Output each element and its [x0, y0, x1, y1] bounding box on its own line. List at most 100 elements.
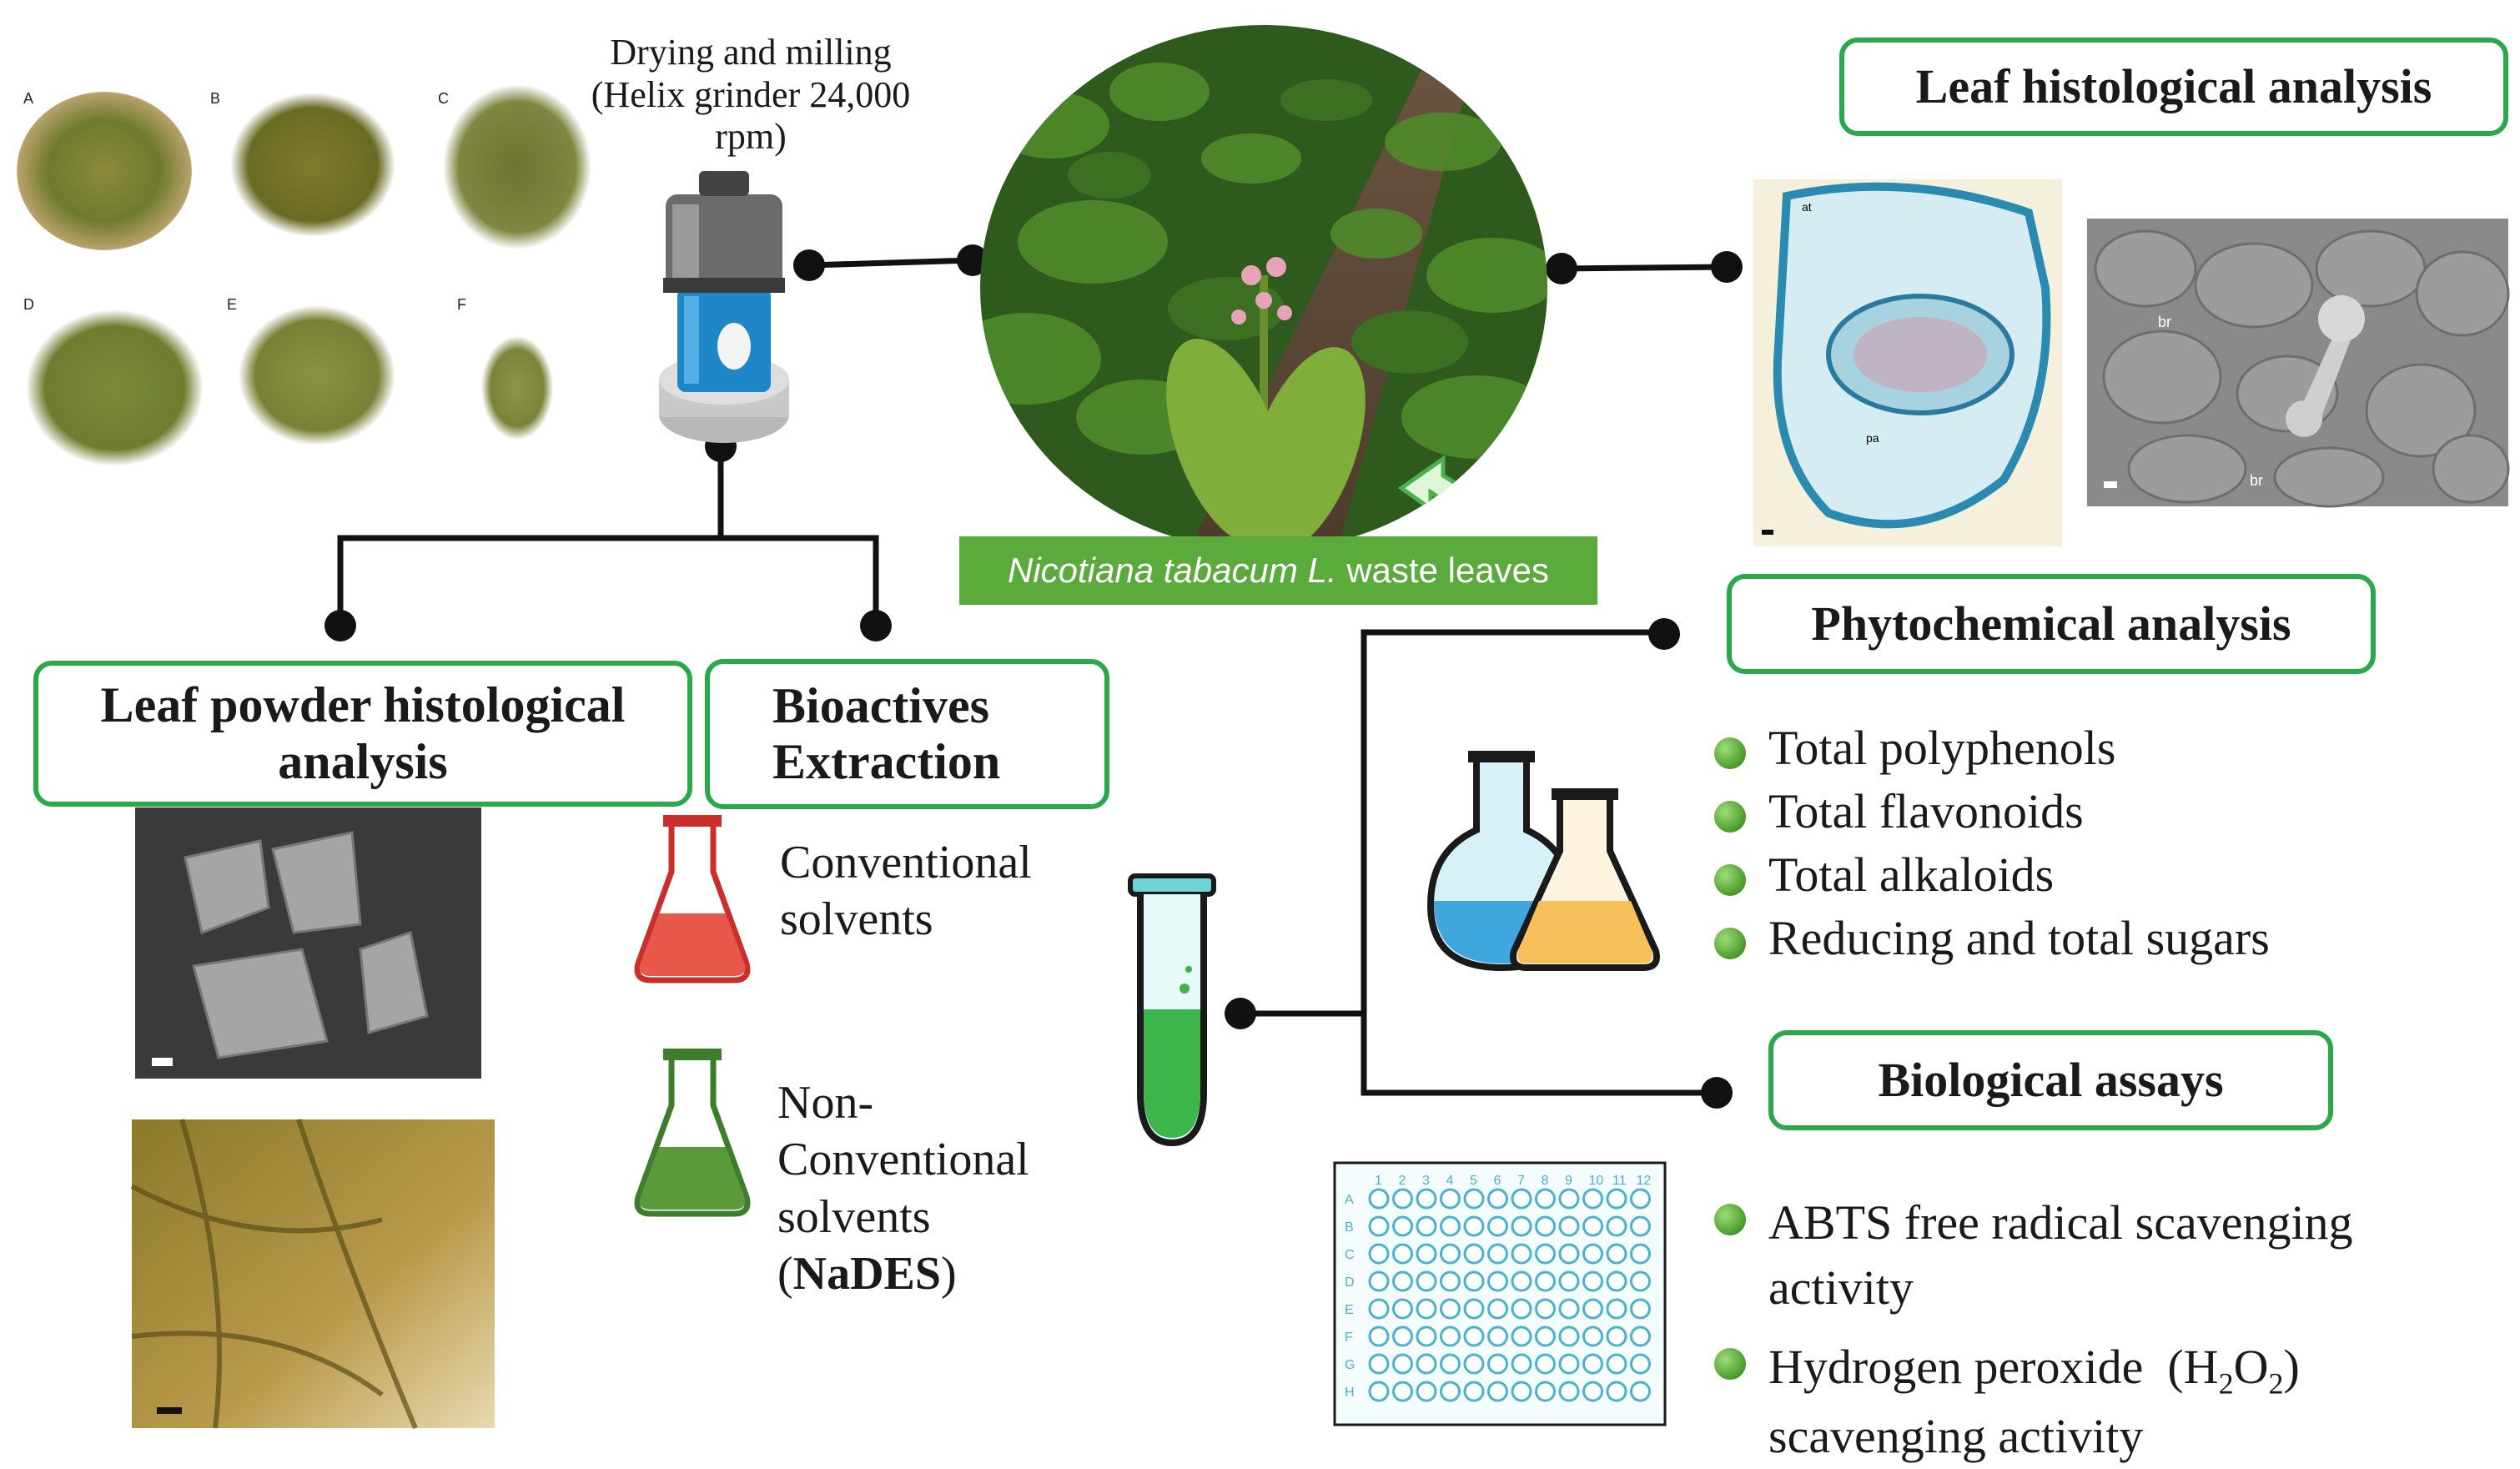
plate-well: [1392, 1270, 1413, 1292]
plate-row-label: E: [1345, 1303, 1354, 1317]
plate-row-label: H: [1345, 1386, 1355, 1400]
plate-well: [1558, 1270, 1580, 1292]
non-conventional-solvents-text: Non- Conventional solvents (NaDES): [777, 1074, 1029, 1302]
bio-item-h2o2-line: Hydrogen peroxide (H2O2): [1768, 1335, 2353, 1404]
grinder-caption-line: rpm): [715, 116, 787, 158]
bullet-icon: [1714, 801, 1746, 833]
box-biological-assays: Biological assays: [1768, 1030, 2333, 1130]
non-conventional-flask-icon: [634, 1049, 751, 1217]
phyto-item: Total polyphenols: [1714, 724, 2270, 772]
plate-well: [1558, 1353, 1580, 1375]
plate-well: [1606, 1298, 1627, 1320]
plate-well: [1487, 1326, 1508, 1347]
phyto-item: Reducing and total sugars: [1714, 914, 2270, 963]
bullet-icon: [1714, 864, 1746, 896]
plant-species: Nicotiana tabacum L.: [1007, 551, 1337, 590]
micro-label-at: at: [1802, 200, 1812, 214]
plate-well: [1368, 1188, 1390, 1210]
bullet-icon: [1714, 737, 1746, 769]
plate-well: [1463, 1298, 1485, 1320]
sample-pile-e: [238, 304, 396, 446]
plate-well: [1606, 1353, 1627, 1375]
plate-well: [1368, 1326, 1390, 1347]
plate-well: [1463, 1270, 1485, 1292]
box-leaf-powder-line: analysis: [278, 733, 448, 789]
plate-well: [1511, 1243, 1532, 1265]
bullet-icon: [1714, 1204, 1746, 1235]
plate-well: [1535, 1298, 1556, 1320]
sample-pile-d: [25, 309, 204, 467]
plate-well: [1416, 1298, 1437, 1320]
plate-well: [1368, 1381, 1390, 1402]
plate-well: [1392, 1215, 1413, 1237]
plate-col-label: 3: [1422, 1174, 1430, 1188]
grinder-caption-line: (Helix grinder 24,000: [591, 73, 911, 115]
plate-well: [1535, 1326, 1556, 1347]
grinder-illustration: [659, 171, 789, 443]
micro-label-br: br: [2250, 472, 2263, 489]
plate-well: [1416, 1326, 1437, 1347]
plate-well: [1487, 1353, 1508, 1375]
lab-flasks-icon: [1426, 751, 1660, 972]
plate-col-label: 7: [1517, 1174, 1525, 1188]
plate-well: [1487, 1215, 1508, 1237]
plate-well: [1440, 1381, 1461, 1402]
sample-pile-f: [480, 334, 555, 442]
sample-pile-b: [229, 92, 396, 238]
biological-list: ABTS free radical scavenging activity Hy…: [1714, 1190, 2353, 1469]
box-extraction-line: Bioactives: [772, 677, 989, 733]
plate-well: [1487, 1298, 1508, 1320]
plate-well: [1535, 1243, 1556, 1265]
powder-sem-micrograph: [135, 807, 481, 1079]
plate-well: [1511, 1381, 1532, 1402]
plate-col-label: 6: [1494, 1174, 1501, 1188]
plate-well: [1440, 1215, 1461, 1237]
h2o2-pre: Hydrogen peroxide (H: [1768, 1340, 2219, 1395]
plate-well: [1487, 1188, 1508, 1210]
plate-col-label: 9: [1565, 1174, 1572, 1188]
plate-well: [1582, 1353, 1603, 1375]
plate-well: [1558, 1326, 1580, 1347]
plate-well: [1606, 1215, 1627, 1237]
box-leaf-powder-histological: Leaf powder histological analysis: [33, 661, 692, 807]
bio-item-h2o2: Hydrogen peroxide (H2O2) scavenging acti…: [1714, 1335, 2353, 1469]
plate-well: [1606, 1188, 1627, 1210]
plate-well: [1368, 1243, 1390, 1265]
plate-well: [1440, 1326, 1461, 1347]
sample-label-d: D: [23, 296, 34, 313]
plate-col-label: 10: [1589, 1174, 1604, 1188]
sample-label-f: F: [457, 296, 466, 313]
plate-well: [1392, 1326, 1413, 1347]
box-phytochemical-title: Phytochemical analysis: [1811, 596, 2291, 651]
plate-well: [1535, 1215, 1556, 1237]
micro-label-br: br: [2158, 314, 2171, 330]
plate-well: [1416, 1270, 1437, 1292]
plate-well: [1487, 1381, 1508, 1402]
plate-col-label: 4: [1446, 1174, 1454, 1188]
plate-well: [1582, 1381, 1603, 1402]
sample-pile-a: [17, 92, 192, 250]
phyto-item-text: Total polyphenols: [1768, 721, 2116, 775]
phyto-item-text: Total flavonoids: [1768, 784, 2084, 838]
plate-well: [1392, 1381, 1413, 1402]
plate-well: [1582, 1326, 1603, 1347]
box-extraction-line: Extraction: [772, 734, 1001, 789]
plate-well: [1440, 1243, 1461, 1265]
leaf-cross-section-micrograph: at pa: [1753, 179, 2062, 546]
plate-well: [1463, 1215, 1485, 1237]
plate-well: [1392, 1298, 1413, 1320]
phyto-item: Total alkaloids: [1714, 851, 2270, 899]
plate-well: [1368, 1215, 1390, 1237]
box-leaf-histological: Leaf histological analysis: [1839, 38, 2508, 136]
plate-well: [1630, 1215, 1651, 1237]
plate-well: [1582, 1188, 1603, 1210]
plate-well: [1368, 1298, 1390, 1320]
plate-well: [1416, 1353, 1437, 1375]
box-leaf-powder-line: Leaf powder histological: [100, 677, 626, 733]
plate-well: [1511, 1353, 1532, 1375]
plate-well: [1558, 1243, 1580, 1265]
plate-well: [1463, 1381, 1485, 1402]
box-phytochemical-analysis: Phytochemical analysis: [1727, 574, 2376, 674]
plate-row-label: A: [1345, 1193, 1354, 1207]
plate-well: [1416, 1188, 1437, 1210]
